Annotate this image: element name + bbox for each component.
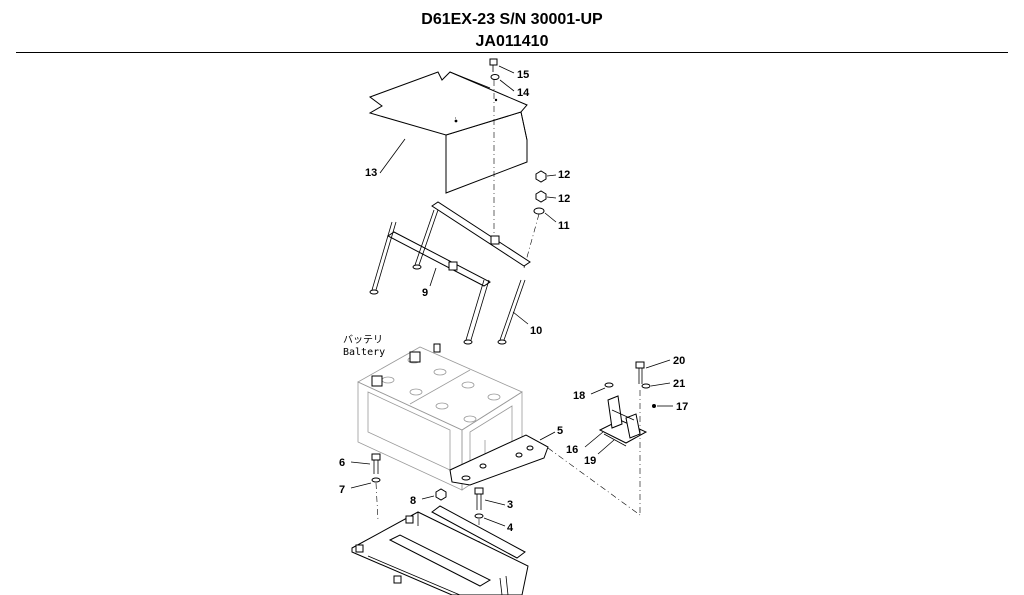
plate-part-5 bbox=[449, 434, 549, 486]
leader-19 bbox=[597, 439, 615, 455]
leader-5 bbox=[539, 431, 556, 441]
leader-21 bbox=[650, 382, 671, 387]
washer-part-14 bbox=[490, 74, 500, 80]
bolt-part-6 bbox=[371, 453, 381, 474]
leader-20 bbox=[645, 359, 671, 369]
leader-8 bbox=[421, 495, 435, 500]
leader-11 bbox=[544, 212, 557, 223]
frame-part-9 bbox=[369, 201, 531, 345]
nut-part-8 bbox=[435, 488, 447, 501]
clamp-part-16-19 bbox=[598, 395, 648, 447]
callout-9: 9 bbox=[422, 287, 428, 299]
pin-part-17 bbox=[652, 404, 656, 408]
bolt-part-3 bbox=[474, 487, 484, 510]
leader-18 bbox=[590, 387, 606, 395]
base-tray bbox=[351, 505, 529, 595]
callout-11: 11 bbox=[558, 220, 570, 232]
callout-21: 21 bbox=[673, 378, 685, 390]
leader-13 bbox=[379, 138, 406, 174]
washer-part-4 bbox=[474, 513, 484, 519]
leader-12b bbox=[546, 196, 557, 199]
washer-part-7 bbox=[371, 477, 381, 483]
callout-15: 15 bbox=[517, 69, 529, 81]
figure-code: JA011410 bbox=[475, 33, 549, 50]
leader-16 bbox=[584, 431, 604, 448]
callout-7: 7 bbox=[339, 484, 345, 496]
callout-8: 8 bbox=[410, 495, 416, 507]
centerline-11 bbox=[523, 213, 540, 269]
leader-15 bbox=[498, 65, 515, 74]
washer-part-21 bbox=[641, 383, 651, 389]
callout-17: 17 bbox=[676, 401, 688, 413]
leader-6 bbox=[350, 461, 371, 465]
callout-16: 16 bbox=[566, 444, 578, 456]
cover-part-13 bbox=[368, 71, 528, 194]
battery-label-en: Baltery bbox=[343, 347, 385, 358]
callout-4: 4 bbox=[507, 522, 514, 534]
callout-20: 20 bbox=[673, 355, 685, 367]
battery-label-jp: バッテリ bbox=[343, 334, 383, 346]
bolt-part-20 bbox=[635, 361, 645, 384]
leader-12a bbox=[546, 174, 557, 177]
washer-part-11 bbox=[533, 207, 545, 215]
callout-18: 18 bbox=[573, 390, 585, 402]
leader-4 bbox=[483, 517, 506, 527]
washer-part-18 bbox=[604, 382, 614, 388]
header-divider bbox=[16, 52, 1008, 53]
leader-3 bbox=[484, 499, 506, 506]
callout-6: 6 bbox=[339, 457, 345, 469]
centerline-5 bbox=[547, 447, 641, 516]
drawing-header: D61EX-23 S/N 30001-UP JA011410 bbox=[0, 0, 1024, 54]
bolt-part-15 bbox=[489, 58, 498, 72]
callout-19: 19 bbox=[584, 455, 596, 467]
centerline-6 bbox=[375, 482, 379, 521]
leader-7 bbox=[350, 482, 372, 489]
rod-part-10 bbox=[497, 279, 526, 345]
nut-part-12a bbox=[535, 170, 547, 183]
callout-3: 3 bbox=[507, 499, 513, 511]
callout-12b: 12 bbox=[558, 193, 570, 205]
model-serial-title: D61EX-23 S/N 30001-UP bbox=[421, 11, 603, 28]
callout-12a: 12 bbox=[558, 169, 570, 181]
callout-5: 5 bbox=[557, 425, 563, 437]
callout-14: 14 bbox=[517, 87, 530, 99]
callout-10: 10 bbox=[530, 325, 542, 337]
nut-part-12b bbox=[535, 190, 547, 203]
callout-13: 13 bbox=[365, 167, 377, 179]
leader-9 bbox=[429, 267, 437, 287]
leader-10 bbox=[512, 311, 529, 325]
leader-14 bbox=[499, 79, 515, 92]
